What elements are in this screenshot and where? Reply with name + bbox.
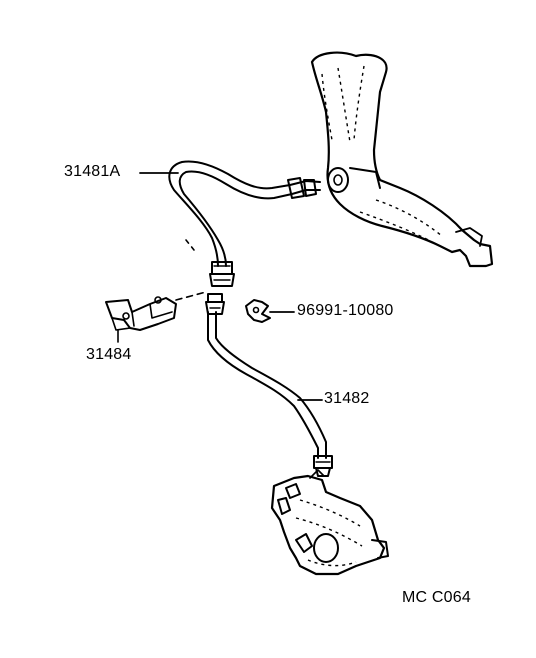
alignment-dashes [175, 239, 207, 301]
tube-31482 [205, 293, 333, 477]
hose-31481a [139, 160, 321, 287]
label-96991-10080: 96991-10080 [297, 302, 394, 319]
label-31484: 31484 [86, 346, 132, 363]
release-cylinder [270, 469, 389, 576]
bracket-31484 [105, 296, 177, 343]
diagram-code: MC C064 [402, 589, 471, 606]
clip-96991-10080 [245, 299, 295, 323]
label-31481a: 31481A [64, 163, 121, 180]
master-cylinder [310, 51, 494, 268]
label-31482: 31482 [324, 390, 370, 407]
